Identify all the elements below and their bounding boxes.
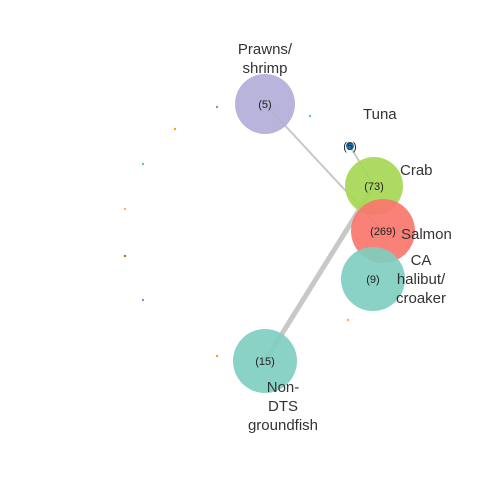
minor-node-dot: [173, 127, 177, 131]
node-count-salmon: (269): [370, 226, 396, 238]
node-count-prawns: (5): [258, 99, 271, 111]
node-label-line: Tuna: [363, 106, 397, 123]
node-label-crab: Crab: [400, 162, 433, 179]
minor-node-dot: [123, 254, 127, 258]
node-label-line: Salmon: [401, 226, 452, 243]
minor-node-layer: [123, 105, 350, 358]
minor-node-dot: [123, 207, 127, 211]
minor-node-dot: [141, 162, 145, 166]
node-count-non-dts: (15): [255, 356, 275, 368]
node-label-tuna: Tuna: [363, 106, 397, 123]
node-label-salmon: Salmon: [401, 226, 452, 243]
node-label-line: DTS: [268, 398, 298, 415]
label-layer: (5) Prawns/shrimp (5) Tuna (73) Crab (269) Salm…: [238, 41, 452, 434]
node-label-non-dts: Non- DTS groundfish: [248, 379, 318, 434]
node-label-prawns: Prawns/shrimp: [238, 41, 293, 77]
node-count-crab: (73): [364, 181, 384, 193]
node-ca-halibut: [341, 247, 405, 311]
node-label-line: Prawns/: [238, 41, 293, 58]
node-count-ca-halibut: (9): [366, 274, 379, 286]
node-count-tuna: (5): [343, 141, 356, 153]
node-salmon: [351, 199, 415, 263]
node-prawns: [235, 74, 295, 134]
node-layer: [233, 74, 415, 393]
node-label-line: shrimp: [242, 60, 287, 77]
minor-node-dot: [215, 105, 219, 109]
node-label-line: Crab: [400, 162, 433, 179]
minor-node-dot: [308, 114, 312, 118]
node-label-line: groundfish: [248, 417, 318, 434]
node-label-line: CA: [411, 252, 432, 269]
minor-node-dot: [346, 318, 350, 322]
node-non-dts: [233, 329, 297, 393]
node-tuna: [346, 142, 354, 150]
minor-node-dot: [141, 298, 145, 302]
node-label-line: halibut/: [397, 271, 446, 288]
node-label-line: croaker: [396, 290, 446, 307]
minor-node-dot: [215, 354, 219, 358]
node-label-line: Non-: [267, 379, 300, 396]
node-label-ca-halibut: CA halibut/croaker: [396, 252, 446, 307]
